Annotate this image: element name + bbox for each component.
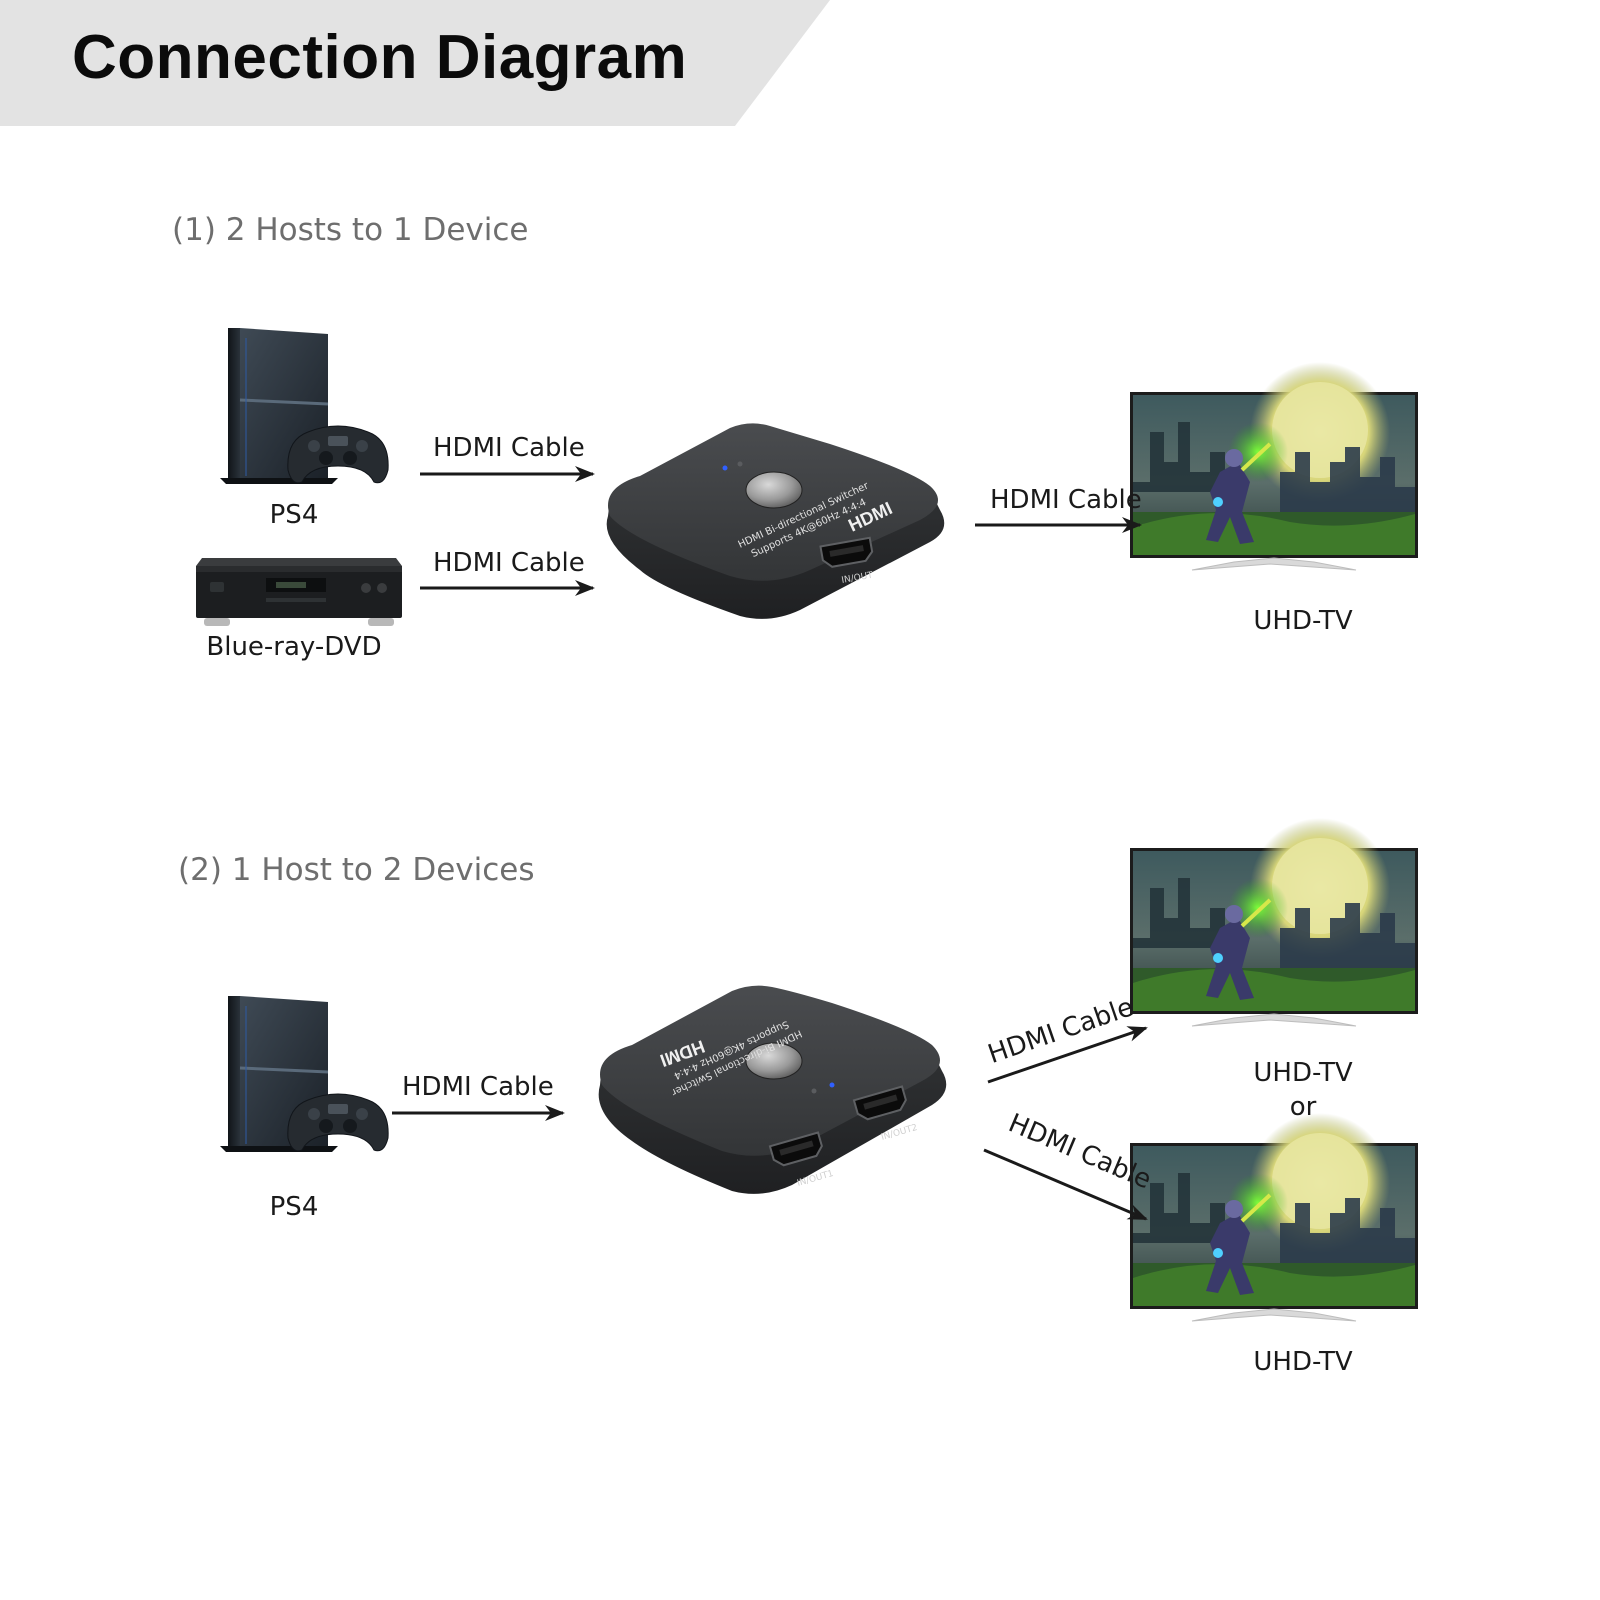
device-label-uhd-tv: UHD-TV xyxy=(1253,606,1353,636)
page-title: Connection Diagram xyxy=(72,23,688,92)
connector-or: or xyxy=(1289,1092,1317,1122)
host-label-ps4: PS4 xyxy=(269,500,319,530)
device-label-uhd-tv: UHD-TV xyxy=(1253,1347,1353,1377)
cable-label: HDMI Cable xyxy=(990,485,1142,515)
title-band xyxy=(0,0,830,126)
uhd-tv-icon xyxy=(1128,360,1420,572)
uhd-tv-icon xyxy=(1128,1111,1420,1323)
section-1-title: (1) 2 Hosts to 1 Device xyxy=(172,212,529,248)
bluray-player-icon xyxy=(196,558,402,626)
ps4-console-icon xyxy=(218,994,390,1154)
uhd-tv-icon xyxy=(1128,816,1420,1028)
device-label-uhd-tv: UHD-TV xyxy=(1253,1058,1353,1088)
arrow-icon xyxy=(987,1026,1148,1084)
host-label-bluray: Blue-ray-DVD xyxy=(206,632,382,662)
cable-label: HDMI Cable xyxy=(402,1072,554,1102)
cable-label: HDMI Cable xyxy=(433,548,585,578)
hdmi-switch-icon xyxy=(606,423,945,619)
arrow-icon xyxy=(983,1148,1148,1221)
ps4-console-icon xyxy=(218,326,390,486)
host-label-ps4: PS4 xyxy=(269,1192,319,1222)
hdmi-switch-icon xyxy=(598,985,947,1194)
section-2-title: (2) 1 Host to 2 Devices xyxy=(178,852,535,888)
cable-label: HDMI Cable xyxy=(433,433,585,463)
